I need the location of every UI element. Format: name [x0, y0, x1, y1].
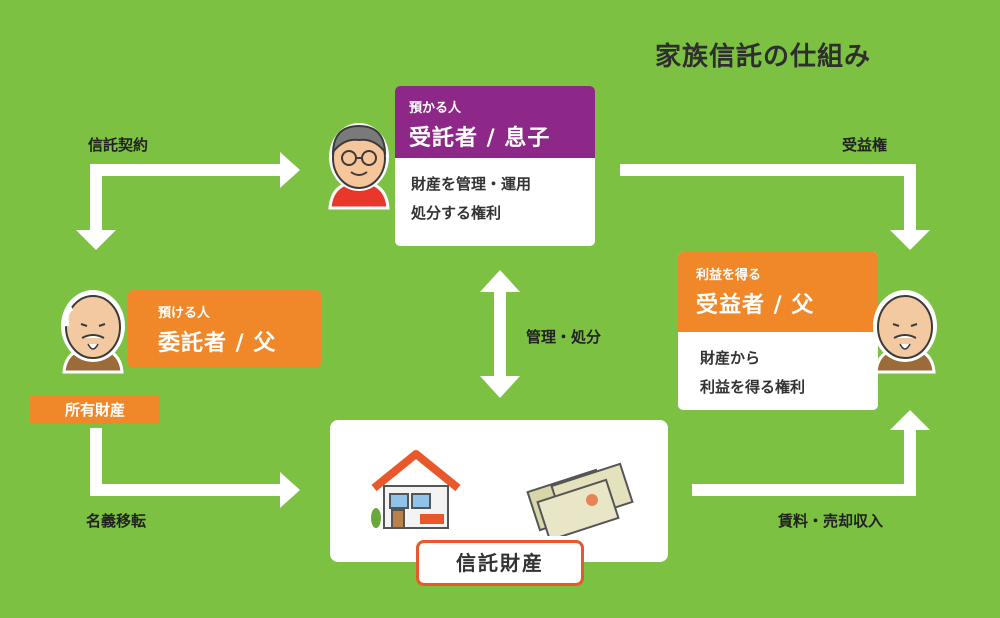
flow-label-transfer: 名義移転: [86, 512, 147, 530]
beneficiary-card: 利益を得る 受益者 / 父 財産から 利益を得る権利: [678, 252, 878, 410]
trustee-header: 預かる人 受託者 / 息子: [395, 86, 595, 158]
beneficiary-description: 財産から 利益を得る権利: [678, 332, 878, 402]
flow-label-beneficial-right: 受益権: [842, 136, 888, 154]
income-arrow-line: [692, 428, 916, 496]
trustee-sub-label: 預かる人: [409, 101, 462, 116]
trustee-role-label: 受託者 / 息子: [409, 126, 551, 151]
trustee-card: 預かる人 受託者 / 息子 財産を管理・運用 処分する権利: [395, 86, 595, 246]
beneficiary-role-label: 受益者 / 父: [696, 293, 815, 318]
house-icon: [371, 450, 461, 529]
flow-label-contract: 信託契約: [88, 136, 149, 154]
owned-asset-badge: 所有財産: [30, 396, 160, 424]
trustee-description: 財産を管理・運用 処分する権利: [395, 158, 595, 228]
beneficiary-sub-label: 利益を得る: [696, 268, 762, 283]
money-bundle-icon: [526, 462, 634, 536]
trust-property-label: 信託財産: [416, 540, 584, 586]
benefit-arrow-line: [620, 164, 916, 232]
settlor-sub-label: 預ける人: [158, 306, 211, 321]
arrowhead-income-up: [890, 410, 930, 430]
flow-label-income: 賃料・売却収入: [778, 512, 884, 530]
trustee-desc-line2: 処分する権利: [411, 204, 502, 222]
arrowhead-to-beneficiary: [890, 230, 930, 250]
settlor-father-avatar-icon: [61, 290, 125, 374]
beneficiary-desc-line1: 財産から: [700, 349, 761, 367]
contract-arrow-line: [90, 164, 282, 232]
son-avatar-icon: [328, 123, 390, 210]
trustee-desc-line1: 財産を管理・運用: [411, 175, 532, 193]
beneficiary-desc-line2: 利益を得る権利: [700, 378, 806, 396]
arrowhead-to-settlor: [76, 230, 116, 250]
transfer-arrow-line: [90, 428, 282, 496]
settlor-role-label: 委託者 / 父: [158, 331, 277, 356]
arrowhead-up: [480, 270, 520, 292]
trust-property-panel: [330, 420, 668, 562]
arrowhead-down: [480, 376, 520, 398]
arrowhead-to-trust: [280, 472, 300, 508]
settlor-card: 預ける人 委託者 / 父: [128, 290, 321, 368]
arrowhead-to-trustee: [280, 152, 300, 188]
beneficiary-header: 利益を得る 受益者 / 父: [678, 252, 878, 332]
diagram-title: 家族信託の仕組み: [655, 42, 872, 72]
beneficiary-father-avatar-icon: [873, 290, 937, 374]
flow-label-manage: 管理・処分: [526, 328, 602, 346]
